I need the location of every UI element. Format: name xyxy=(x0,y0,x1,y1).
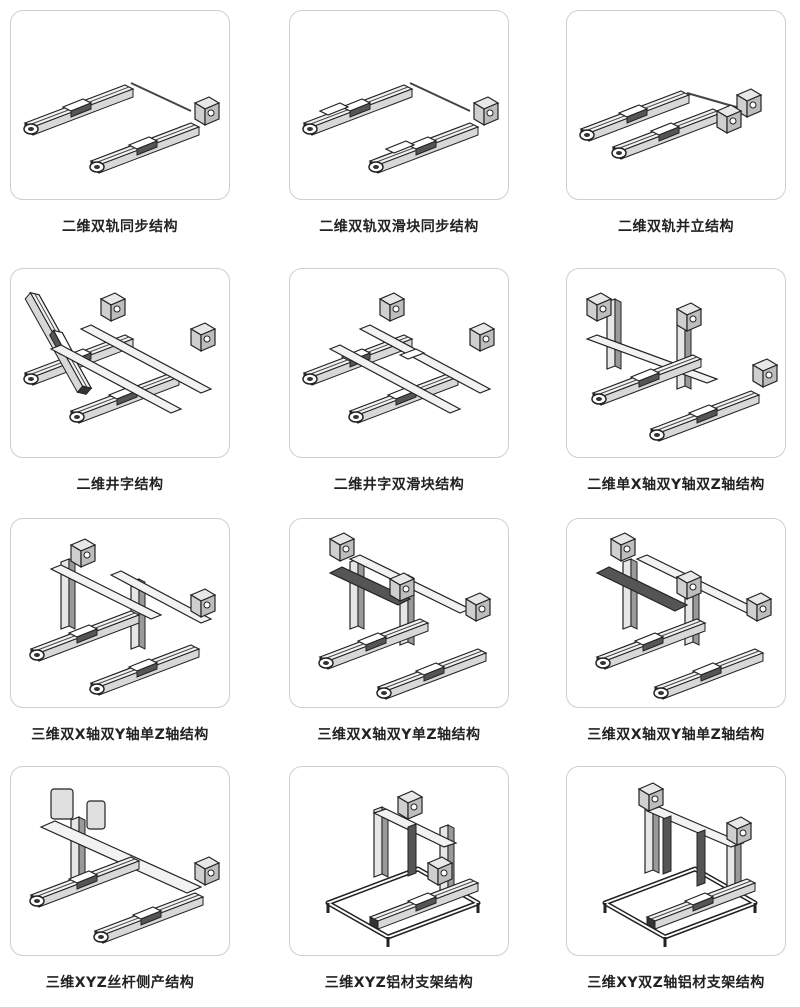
gallery-item[interactable]: 二维井字双滑块结构 xyxy=(279,258,519,506)
gallery-item[interactable]: 三维双X轴双Y轴单Z轴结构 xyxy=(0,508,240,756)
dual-rail-dual-slider-illustration xyxy=(302,82,499,174)
dual-rail-sync-illustration xyxy=(23,82,220,174)
xyz-aluminum-frame-illustration xyxy=(290,790,508,955)
gallery-item[interactable]: 二维单X轴双Y轴双Z轴结构 xyxy=(556,258,796,506)
illustration-card[interactable] xyxy=(289,10,509,200)
xy-dual-z-aluminum-frame-illustration xyxy=(567,782,785,955)
illustration-card[interactable] xyxy=(289,268,509,458)
gallery-item[interactable]: 三维双X轴双Y单Z轴结构 xyxy=(279,508,519,756)
illustration-card[interactable] xyxy=(566,268,786,458)
item-caption: 二维井字结构 xyxy=(76,477,164,493)
gallery-item[interactable]: 三维XYZ铝材支架结构 xyxy=(279,756,519,1004)
item-caption: 三维XY双Z轴铝材支架结构 xyxy=(587,975,765,991)
gallery-item[interactable]: 二维井字结构 xyxy=(0,258,240,506)
item-caption: 三维双X轴双Y轴单Z轴结构 xyxy=(31,727,209,743)
item-caption: 二维双轨同步结构 xyxy=(62,219,178,235)
illustration-card[interactable] xyxy=(10,766,230,956)
gallery-item[interactable]: 二维双轨并立结构 xyxy=(556,0,796,248)
illustration-card[interactable] xyxy=(566,518,786,708)
gallery-item[interactable]: 三维XY双Z轴铝材支架结构 xyxy=(556,756,796,1004)
item-caption: 二维井字双滑块结构 xyxy=(333,477,465,493)
gallery-item[interactable]: 二维双轨双滑块同步结构 xyxy=(279,0,519,248)
illustration-card[interactable] xyxy=(289,766,509,956)
xyz-screw-side-illustration xyxy=(29,788,220,944)
single-x-dual-y-dual-z-illustration xyxy=(585,292,778,442)
hash-frame-illustration xyxy=(11,289,216,424)
illustration-card[interactable] xyxy=(566,10,786,200)
item-caption: 三维双X轴双Y轴单Z轴结构 xyxy=(587,727,765,743)
illustration-card[interactable] xyxy=(10,518,230,708)
gallery-item[interactable]: 二维双轨同步结构 xyxy=(0,0,240,248)
item-caption: 二维双轨并立结构 xyxy=(618,219,734,235)
item-caption: 三维XYZ丝杆侧产结构 xyxy=(45,975,195,991)
illustration-card[interactable] xyxy=(10,268,230,458)
hash-frame-dual-slider-illustration xyxy=(302,292,495,424)
item-caption: 三维双X轴双Y单Z轴结构 xyxy=(317,727,481,743)
dual-x-dual-y-single-z-c-illustration xyxy=(595,532,772,700)
illustration-card[interactable] xyxy=(10,10,230,200)
dual-x-dual-y-single-z-b-illustration xyxy=(318,532,491,700)
item-caption: 三维XYZ铝材支架结构 xyxy=(324,975,474,991)
gallery-item[interactable]: 三维双X轴双Y轴单Z轴结构 xyxy=(556,508,796,756)
dual-rail-parallel-illustration xyxy=(579,88,762,160)
item-caption: 二维双轨双滑块同步结构 xyxy=(319,219,479,235)
item-caption: 二维单X轴双Y轴双Z轴结构 xyxy=(587,477,765,493)
illustration-card[interactable] xyxy=(566,766,786,956)
illustration-card[interactable] xyxy=(289,518,509,708)
dual-x-dual-y-single-z-illustration xyxy=(29,538,216,696)
gallery-item[interactable]: 三维XYZ丝杆侧产结构 xyxy=(0,756,240,1004)
